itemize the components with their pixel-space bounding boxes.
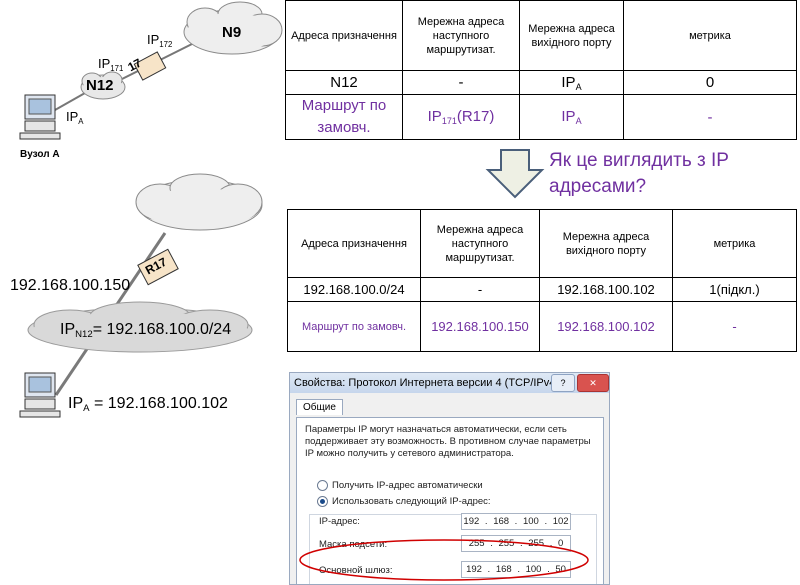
cell-destination: Маршрут по замовч. xyxy=(287,301,421,352)
node-a-label: Вузол А xyxy=(20,149,60,160)
header-destination: Адреса призначення xyxy=(285,0,403,71)
table-row: N12 - IPA 0 xyxy=(285,70,797,95)
header-next-hop: Мережна адреса наступного маршрутизат. xyxy=(402,0,520,71)
radio-auto-ip[interactable]: Получить IP-адрес автоматически xyxy=(317,480,483,491)
header-out-port: Мережна адреса вихідного порту xyxy=(519,0,624,71)
cell-next-hop: IP171(R17) xyxy=(402,94,520,140)
radio-manual-dot[interactable] xyxy=(317,496,328,507)
cell-out-port: 192.168.100.102 xyxy=(539,301,673,352)
description-text: Параметры IP могут назначаться автоматич… xyxy=(305,424,591,459)
header-next-hop: Мережна адреса наступного маршрутизат. xyxy=(420,209,540,278)
table-row: Маршрут по замовч. IP171(R17) IPA - xyxy=(285,94,797,140)
ip171-label: IP171 xyxy=(98,56,124,73)
cell-metric: - xyxy=(672,301,797,352)
cell-destination: 192.168.100.0/24 xyxy=(287,277,421,302)
router-17-icon xyxy=(133,51,167,81)
top-network-diagram xyxy=(19,1,283,140)
cell-next-hop: 192.168.100.150 xyxy=(420,301,540,352)
router-r17-icon xyxy=(137,248,179,286)
subnet-mask-field[interactable]: 255 . 255 . 255 . 0 xyxy=(461,535,571,552)
question-text: Як це виглядить з IP адресами? xyxy=(549,150,729,197)
ip-address-field[interactable]: 192 . 168 . 100 . 102 xyxy=(461,513,571,530)
radio-manual-ip[interactable]: Использовать следующий IP-адрес: xyxy=(317,496,491,507)
general-panel: Параметры IP могут назначаться автоматич… xyxy=(296,417,604,584)
n9-cloud xyxy=(183,1,283,55)
ip-a-label: IPA xyxy=(66,109,84,126)
cell-next-hop: - xyxy=(420,277,540,302)
table-row: Маршрут по замовч. 192.168.100.150 192.1… xyxy=(287,301,797,352)
table-header-row: Адреса призначення Мережна адреса наступ… xyxy=(287,209,797,278)
header-metric: метрика xyxy=(623,0,797,71)
radio-manual-label: Использовать следующий IP-адрес: xyxy=(332,496,491,507)
top-routing-table: Адреса призначення Мережна адреса наступ… xyxy=(285,0,797,140)
tcpip-properties-dialog: Свойства: Протокол Интернета версии 4 (T… xyxy=(289,372,610,585)
computer-icon xyxy=(19,94,61,140)
bottom-routing-table: Адреса призначення Мережна адреса наступ… xyxy=(287,209,797,352)
cell-out-port: IPA xyxy=(519,94,624,140)
link-host-n12 xyxy=(54,92,86,111)
upper-cloud xyxy=(135,173,263,231)
cell-out-port: 192.168.100.102 xyxy=(539,277,673,302)
header-out-port: Мережна адреса вихідного порту xyxy=(539,209,673,278)
router-ip-label: 192.168.100.150 xyxy=(10,277,131,294)
computer-icon xyxy=(19,372,61,418)
bottom-network-diagram xyxy=(19,173,263,418)
header-metric: метрика xyxy=(672,209,797,278)
cell-metric: - xyxy=(623,94,797,140)
default-gateway-label: Основной шлюз: xyxy=(319,565,393,576)
cell-destination: Маршрут по замовч. xyxy=(285,94,403,140)
n12-cloud xyxy=(80,71,126,100)
n12-label: N12 xyxy=(86,77,114,94)
cell-metric: 1(підкл.) xyxy=(672,277,797,302)
radio-auto-label: Получить IP-адрес автоматически xyxy=(332,480,483,491)
cell-destination: N12 xyxy=(285,70,403,95)
tab-general[interactable]: Общие xyxy=(296,399,343,415)
cell-next-hop: - xyxy=(402,70,520,95)
header-destination: Адреса призначення xyxy=(287,209,421,278)
close-icon[interactable]: ✕ xyxy=(577,374,609,392)
n12-network-cloud xyxy=(27,301,253,353)
network-ip-label: IPN12= 192.168.100.0/24 xyxy=(60,321,232,340)
radio-auto-dot[interactable] xyxy=(317,480,328,491)
n9-label: N9 xyxy=(222,24,242,41)
dialog-title: Свойства: Протокол Интернета версии 4 (T… xyxy=(294,377,560,389)
table-row: 192.168.100.0/24 - 192.168.100.102 1(під… xyxy=(287,277,797,302)
cell-metric: 0 xyxy=(623,70,797,95)
gateway-highlight-ellipse xyxy=(299,539,589,581)
down-arrow-icon xyxy=(485,149,545,199)
host-ip-label: IPA = 192.168.100.102 xyxy=(68,395,228,414)
cell-out-port: IPA xyxy=(519,70,624,95)
ip-address-label: IP-адрес: xyxy=(319,516,360,527)
ip-settings-group xyxy=(309,514,597,584)
dialog-titlebar[interactable]: Свойства: Протокол Интернета версии 4 (T… xyxy=(290,373,609,393)
table-header-row: Адреса призначення Мережна адреса наступ… xyxy=(285,0,797,71)
ip172-label: IP172 xyxy=(147,32,173,49)
help-icon[interactable]: ? xyxy=(551,374,575,392)
window-buttons: ? ✕ xyxy=(549,373,609,392)
